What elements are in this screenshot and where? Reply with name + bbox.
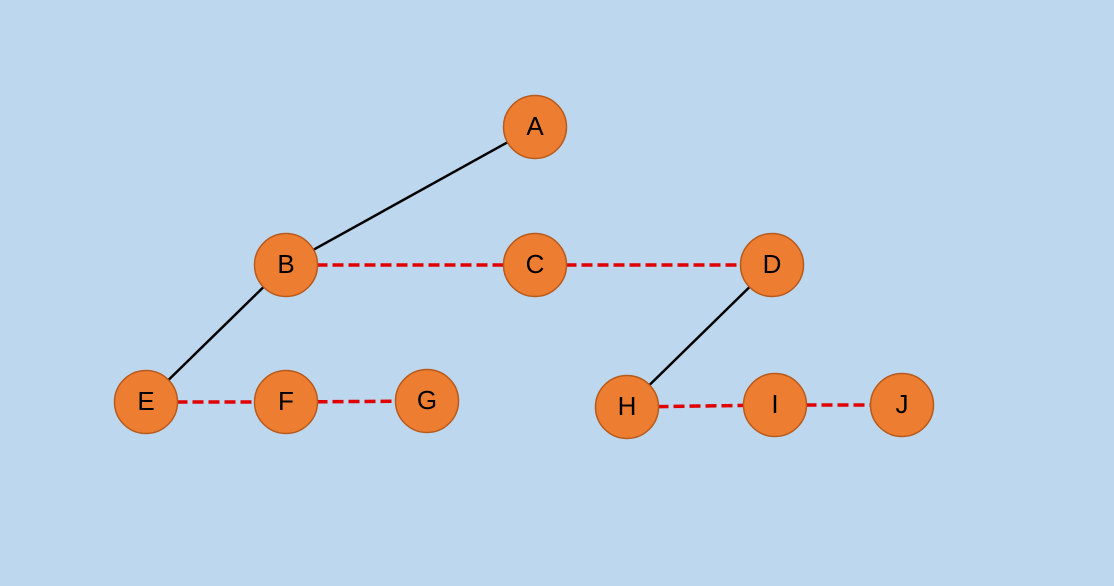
node-circle <box>742 372 808 438</box>
node-label: A <box>526 111 544 141</box>
node-circle <box>739 232 805 298</box>
node-label: I <box>771 389 778 419</box>
node-b: B <box>253 232 319 298</box>
node-e: E <box>113 369 179 435</box>
tree-edge-b-e <box>166 285 266 382</box>
link-edge-h-i <box>657 403 745 409</box>
node-circle <box>502 94 568 160</box>
node-g: G <box>394 368 460 434</box>
node-label: H <box>618 391 637 421</box>
node-label: J <box>896 389 909 419</box>
node-d: D <box>739 232 805 298</box>
node-h: H <box>594 374 660 440</box>
node-c: C <box>502 232 568 298</box>
node-label: C <box>526 249 545 279</box>
node-label: E <box>137 386 154 416</box>
node-circle <box>869 372 935 438</box>
node-circle <box>594 374 660 440</box>
node-label: G <box>417 385 437 415</box>
node-circle <box>253 369 319 435</box>
node-circle <box>394 368 460 434</box>
node-j: J <box>869 372 935 438</box>
node-circle <box>502 232 568 298</box>
tree-edge-a-b <box>312 140 509 252</box>
node-circle <box>253 232 319 298</box>
edges-layer <box>166 140 872 409</box>
nodes-layer: A B C D E F G H I J <box>113 94 935 440</box>
node-label: F <box>278 386 294 416</box>
node-circle <box>113 369 179 435</box>
tree-edge-d-h <box>647 285 752 387</box>
link-edge-f-g <box>316 399 397 404</box>
node-i: I <box>742 372 808 438</box>
node-a: A <box>502 94 568 160</box>
node-label: B <box>277 249 294 279</box>
node-label: D <box>763 249 782 279</box>
node-f: F <box>253 369 319 435</box>
